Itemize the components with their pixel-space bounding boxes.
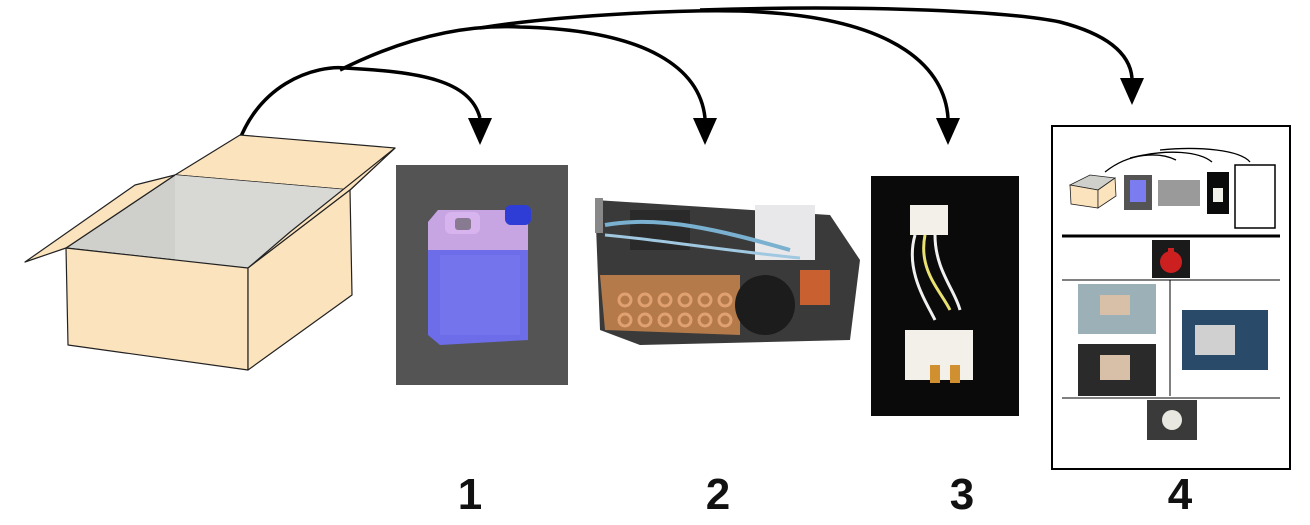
arrow-to-item-3 <box>479 9 950 119</box>
arrowheads <box>468 78 1144 145</box>
item-label-3: 3 <box>949 470 975 519</box>
arrow-to-item-2 <box>339 24 707 119</box>
cooling-unit-photo <box>595 198 860 345</box>
arrowhead-4 <box>1120 78 1144 105</box>
item-label-4: 4 <box>1167 470 1193 519</box>
arrowhead-1 <box>468 118 492 145</box>
arrow-to-item-4 <box>699 6 1134 79</box>
open-cardboard-box-icon <box>24 134 396 371</box>
instruction-sheet-icon <box>1051 125 1291 470</box>
arrowhead-2 <box>693 118 717 145</box>
distribution-arrows <box>230 6 1134 166</box>
item-label-2: 2 <box>705 470 731 519</box>
coolant-canister-photo <box>396 165 568 385</box>
wiring-connector-photo <box>871 176 1019 416</box>
item-label-1: 1 <box>457 470 483 519</box>
arrowhead-3 <box>936 118 960 145</box>
